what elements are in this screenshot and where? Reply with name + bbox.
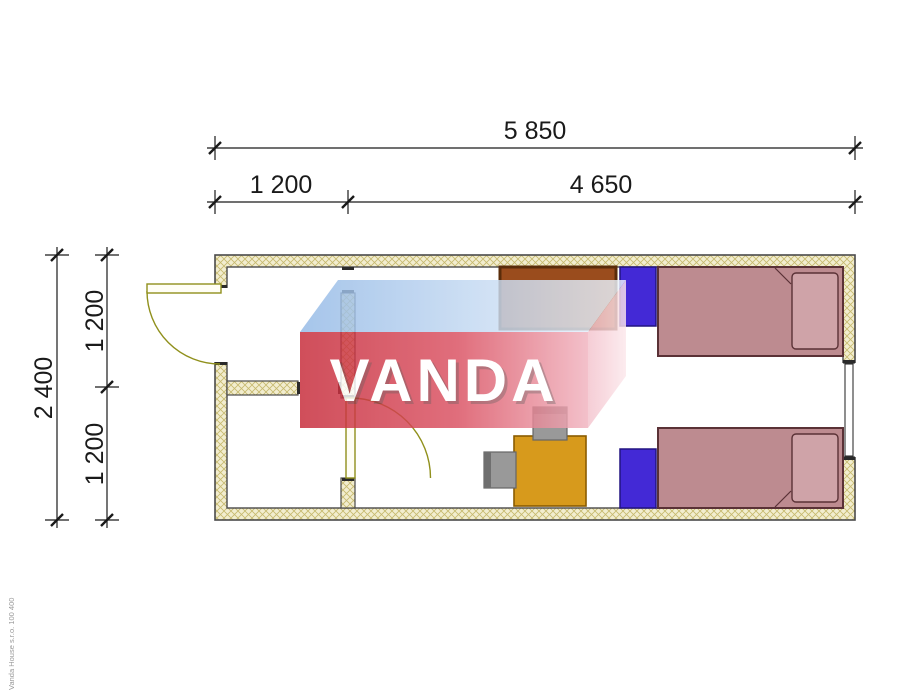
dim-label-left-upper: 1 200 bbox=[81, 290, 109, 353]
dim-label-left-total: 2 400 bbox=[30, 357, 58, 420]
watermark-front-face bbox=[300, 332, 588, 428]
nightstand-bottom bbox=[619, 448, 657, 509]
jamb bbox=[342, 267, 354, 270]
window-glazing bbox=[844, 363, 854, 457]
jamb bbox=[843, 360, 855, 364]
dimension-lines bbox=[45, 136, 863, 528]
entrance-door-swing-arc bbox=[146, 290, 221, 365]
internal-wall-horizontal bbox=[226, 380, 299, 396]
watermark-side-face bbox=[588, 280, 626, 428]
internal-wall-vertical-lower bbox=[340, 477, 356, 509]
chair-left-backrest bbox=[484, 452, 491, 488]
pillow-bottom bbox=[791, 433, 839, 503]
pillow-top bbox=[791, 272, 839, 350]
dim-tick bbox=[50, 513, 64, 527]
side-note: Vanda House s.r.o. 100 400 bbox=[7, 598, 16, 690]
bed-bottom-fold bbox=[774, 490, 792, 508]
dim-tick bbox=[848, 195, 862, 209]
dimension-labels: 5 850 1 200 4 650 2 400 1 200 1 200 bbox=[30, 117, 632, 485]
watermark: VANDA VANDA bbox=[300, 280, 626, 428]
jamb bbox=[215, 362, 227, 365]
watermark-text: VANDA bbox=[330, 347, 559, 414]
bed-top-fold bbox=[774, 267, 792, 285]
dim-label-top-total: 5 850 bbox=[504, 117, 567, 145]
dim-tick bbox=[50, 248, 64, 262]
table bbox=[513, 435, 587, 507]
dim-tick bbox=[208, 141, 222, 155]
jamb bbox=[843, 456, 855, 460]
dim-tick bbox=[208, 195, 222, 209]
dim-tick bbox=[100, 248, 114, 262]
dim-tick bbox=[100, 513, 114, 527]
dim-label-top-left: 1 200 bbox=[250, 171, 313, 199]
watermark-top-face bbox=[300, 280, 626, 332]
dim-label-top-right: 4 650 bbox=[570, 171, 633, 199]
entrance-door-leaf bbox=[146, 283, 222, 294]
jamb bbox=[297, 382, 300, 394]
dim-tick bbox=[341, 195, 355, 209]
entrance-door-opening bbox=[213, 288, 229, 362]
dim-label-left-lower: 1 200 bbox=[81, 423, 109, 486]
jamb bbox=[342, 478, 354, 481]
window bbox=[844, 363, 854, 457]
watermark-text-shadow: VANDA bbox=[333, 350, 562, 417]
dim-tick bbox=[100, 380, 114, 394]
dim-tick bbox=[848, 141, 862, 155]
